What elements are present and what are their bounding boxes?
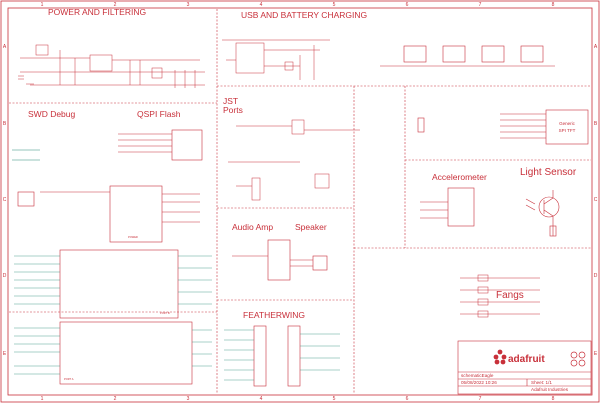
col-label: 4	[260, 396, 263, 402]
power-filtering-circuit	[18, 44, 205, 88]
sheet-number: Sheet: 1/1	[531, 380, 552, 385]
jst-ports-circuit	[228, 119, 360, 201]
jst-line-2: Ports	[223, 105, 243, 115]
row-label: A	[594, 44, 598, 50]
col-label: 6	[406, 396, 409, 402]
port-b-nets	[14, 255, 212, 305]
port-a-nets	[14, 327, 212, 375]
spi-tft-module	[417, 109, 589, 145]
swd-debug-pins	[12, 149, 40, 161]
drawing-name: schematicEagle	[461, 373, 494, 378]
section-title-accel: Accelerometer	[432, 172, 487, 182]
row-label: B	[594, 121, 598, 127]
row-label: D	[594, 273, 598, 279]
col-label: 3	[187, 2, 190, 8]
row-label: C	[594, 197, 598, 203]
col-label: 4	[260, 2, 263, 8]
col-label: 8	[552, 2, 555, 8]
usb-charging-circuit	[222, 39, 330, 80]
sheet-symbol-icon	[570, 351, 586, 367]
audio-amp-circuit	[232, 239, 328, 281]
section-dividers	[9, 9, 591, 394]
row-label: E	[594, 351, 598, 357]
col-label: 3	[187, 396, 190, 402]
row-label: E	[3, 351, 7, 357]
brand-wordmark: adafruit	[508, 354, 545, 365]
accelerometer-circuit	[420, 187, 475, 227]
qspi-flash-chip	[118, 129, 203, 161]
tft-label-line2: SPI TFT	[559, 128, 576, 133]
company-name: Adafruit Industries	[531, 387, 569, 392]
section-title-power: POWER AND FILTERING	[48, 7, 146, 17]
port-a-block	[59, 321, 193, 385]
row-label: A	[3, 44, 7, 50]
section-title-light: Light Sensor	[520, 167, 577, 178]
tft-label-line1: Generic	[559, 121, 576, 126]
col-label: 7	[479, 396, 482, 402]
row-label: B	[3, 121, 7, 127]
featherwing-header	[253, 325, 301, 387]
col-label: 1	[41, 2, 44, 8]
neopixel-row	[380, 45, 555, 67]
port-a-label: PORT A	[64, 377, 74, 381]
featherwing-nets	[224, 329, 340, 381]
section-title-qspi: QSPI Flash	[137, 109, 181, 119]
section-title-fangs: Fangs	[496, 290, 524, 301]
port-b-block	[59, 249, 179, 319]
fangs-circuit	[460, 274, 540, 318]
col-label: 5	[333, 2, 336, 8]
col-label: 7	[479, 2, 482, 8]
title-block	[457, 340, 592, 395]
light-sensor-circuit	[525, 190, 560, 237]
mcu-power-block	[17, 185, 200, 243]
sheet-frame-inner	[7, 7, 593, 396]
row-label: C	[3, 197, 7, 203]
section-title-speaker: Speaker	[295, 222, 327, 232]
drawing-date: 05/08/2022 10:26	[461, 380, 497, 385]
section-title-audio: Audio Amp	[232, 222, 273, 232]
adafruit-logo-icon	[493, 349, 507, 365]
port-b-label: PORT B	[160, 311, 170, 315]
row-label: D	[3, 273, 7, 279]
col-label: 6	[406, 2, 409, 8]
col-label: 5	[333, 396, 336, 402]
col-label: 1	[41, 396, 44, 402]
col-label: 2	[114, 396, 117, 402]
col-label: 2	[114, 2, 117, 8]
jst-line-1: JST	[223, 96, 238, 106]
section-title-swd: SWD Debug	[28, 109, 76, 119]
mcu-power-label: POWER	[128, 235, 138, 239]
section-title-featherwing: FEATHERWING	[243, 310, 305, 320]
section-title-usb: USB AND BATTERY CHARGING	[241, 10, 367, 20]
col-label: 8	[552, 396, 555, 402]
